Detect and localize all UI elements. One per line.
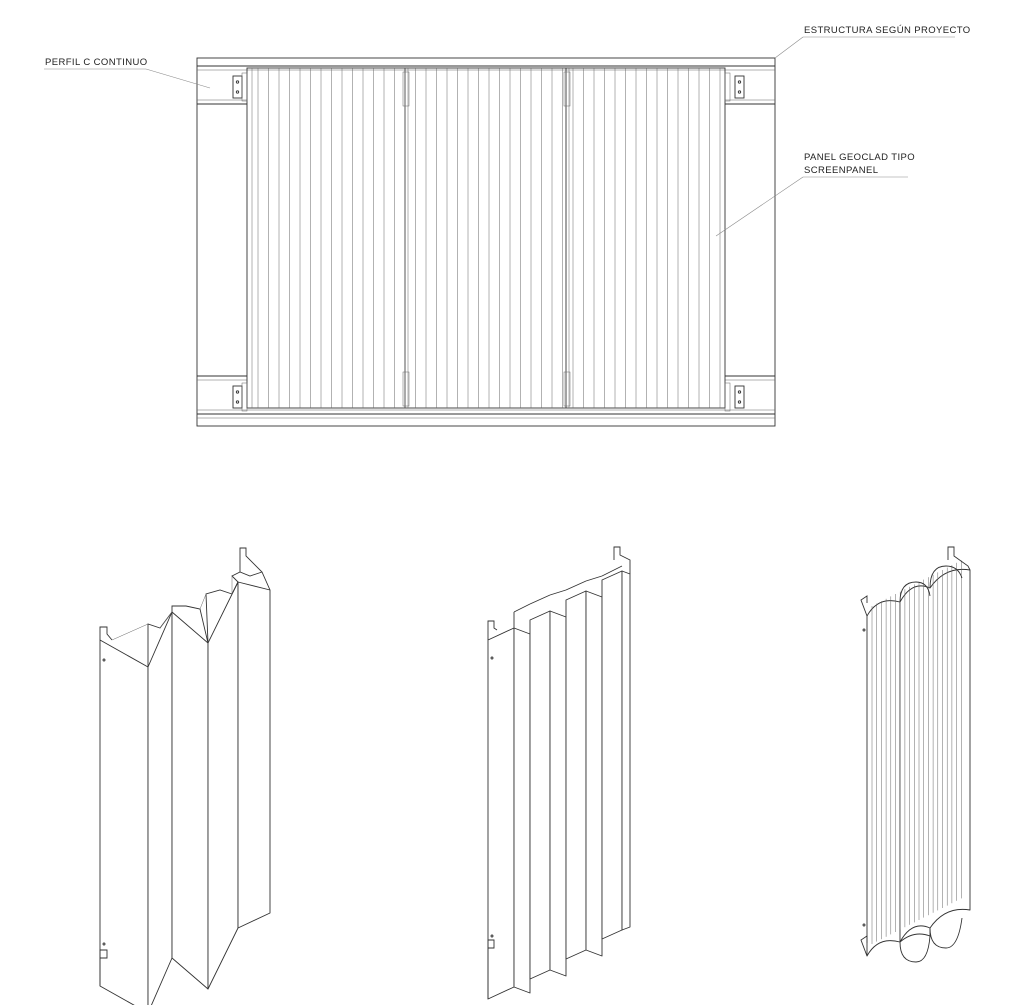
semicircular-wave-panel xyxy=(860,546,971,963)
joint-clip xyxy=(402,71,410,107)
label-panel-line2: SCREENPANEL xyxy=(804,165,878,176)
clip-bracket-top-left xyxy=(232,72,248,102)
label-estructura: ESTRUCTURA SEGÚN PROYECTO xyxy=(804,25,971,36)
label-perfil-c: PERFIL C CONTINUO xyxy=(45,57,148,68)
top-structure xyxy=(197,65,775,105)
joint-clip xyxy=(402,371,410,407)
bottom-structure xyxy=(197,375,775,419)
annotation-panel: PANEL GEOCLAD TIPO SCREENPANEL xyxy=(715,152,915,237)
annotation-estructura: ESTRUCTURA SEGÚN PROYECTO xyxy=(774,25,971,59)
joint-clip xyxy=(563,371,571,407)
clip-bracket-bottom-right xyxy=(724,382,745,412)
clip-bracket-top-right xyxy=(724,72,745,102)
wave-flutes xyxy=(871,560,962,944)
label-panel-line1: PANEL GEOCLAD TIPO xyxy=(804,152,915,163)
rectangular-rib-panel xyxy=(487,546,631,1000)
screen-panel-elevation xyxy=(246,67,726,409)
joint-clip xyxy=(563,71,571,107)
trapezoidal-fold-panel xyxy=(99,547,271,1005)
structure-frame xyxy=(196,57,776,427)
panel-ribs xyxy=(257,68,710,408)
elevation-view xyxy=(196,57,776,427)
clip-bracket-bottom-left xyxy=(232,382,248,412)
annotation-perfil: PERFIL C CONTINUO xyxy=(44,57,211,89)
